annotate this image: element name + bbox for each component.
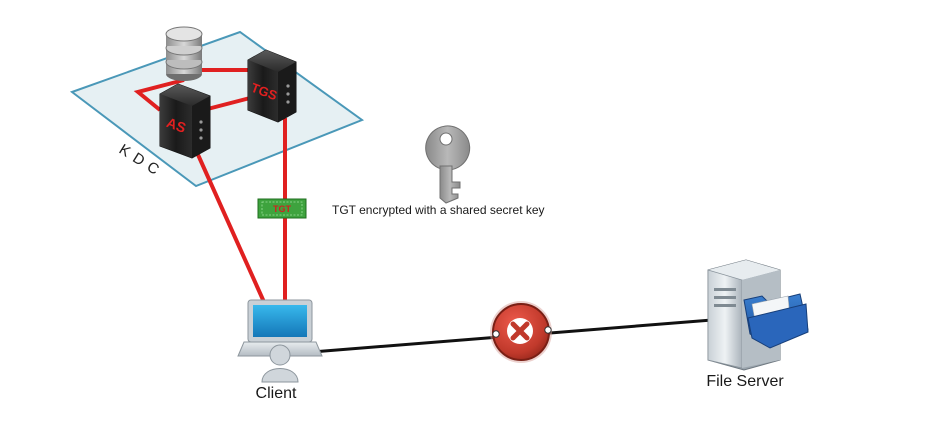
folder-icon [743, 293, 809, 349]
key-icon [425, 125, 471, 204]
client-label: Client [256, 385, 297, 402]
file-server-icon [707, 259, 809, 371]
tgt-caption: TGT encrypted with a shared secret key [332, 203, 545, 217]
kdc-link-db-as [133, 78, 185, 112]
kdc-plane [69, 30, 365, 188]
as-label: AS [164, 114, 188, 136]
blocked-x-icon [490, 301, 552, 363]
tgt-ticket-label: TGT [273, 204, 291, 214]
database-icon [165, 26, 203, 81]
as-client-link [193, 147, 266, 303]
tgs-server-icon: TGS [247, 49, 297, 123]
user-icon [261, 344, 299, 383]
tgt-ticket: TGT [257, 198, 307, 219]
as-server-icon: AS [159, 83, 211, 159]
file-server-label: File Server [706, 373, 784, 390]
kdc-zone: KDC [69, 30, 365, 188]
client-laptop-icon [237, 299, 323, 383]
